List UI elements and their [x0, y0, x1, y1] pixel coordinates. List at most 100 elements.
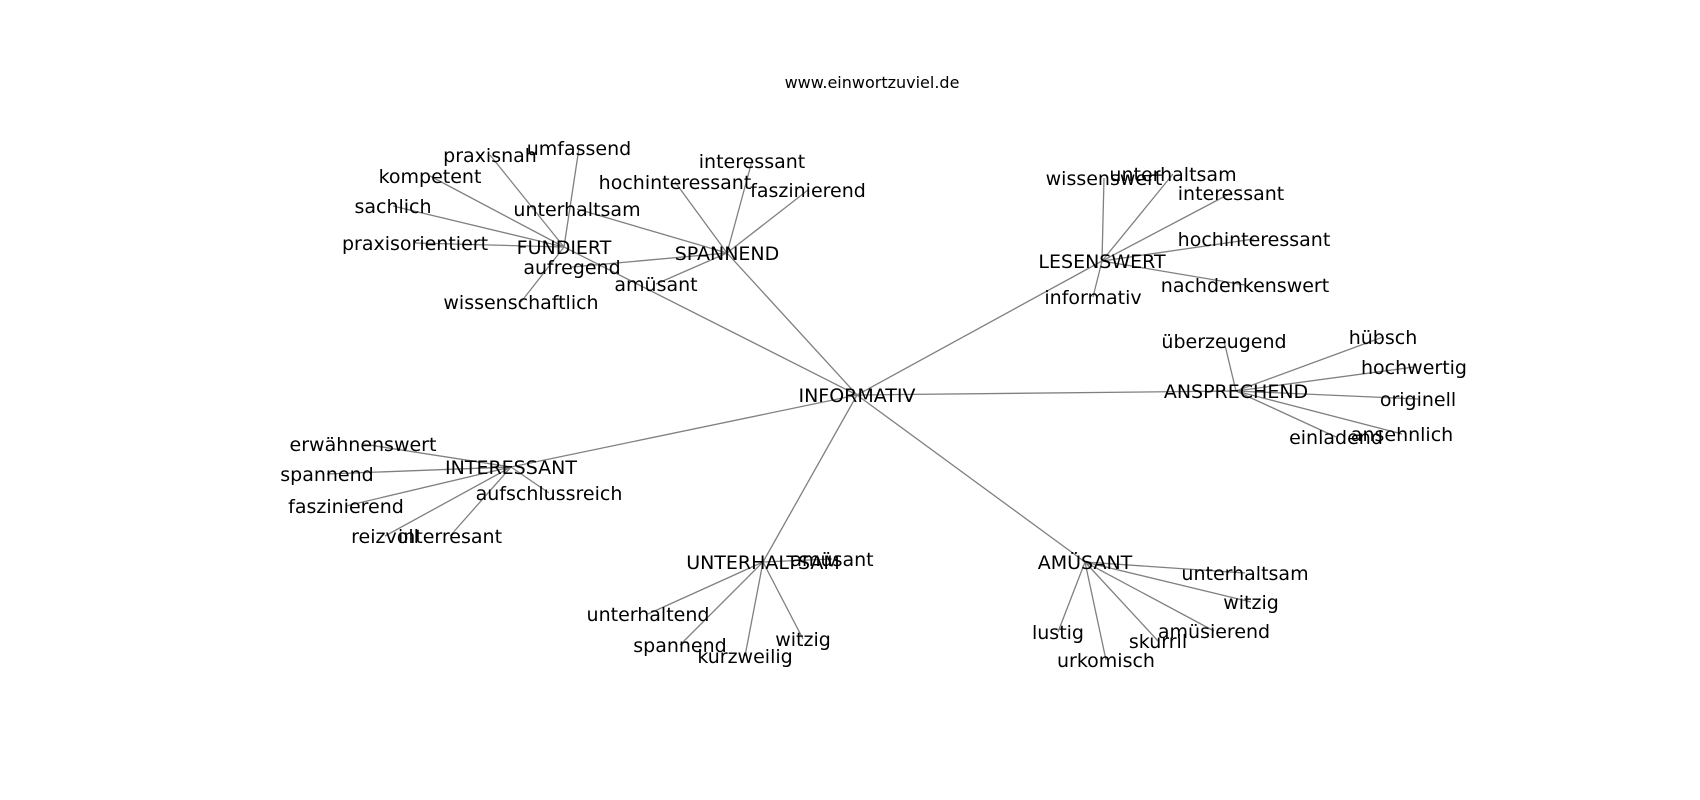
leaf-node: nachdenkenswert: [1161, 275, 1329, 297]
edge-cluster-leaf: [762, 561, 804, 640]
edge-cluster-leaf: [674, 181, 728, 254]
edge-cluster-leaf: [1235, 336, 1384, 392]
leaf-node: unterhaltsam: [1181, 563, 1308, 585]
leaf-node: hochinteressant: [1178, 229, 1331, 251]
cluster-node: SPANNEND: [675, 243, 780, 265]
edge-cluster-leaf: [762, 558, 833, 563]
edge-cluster-leaf: [449, 466, 512, 537]
edge-root-cluster: [563, 246, 858, 396]
edge-root-cluster: [762, 394, 858, 563]
leaf-node: urkomisch: [1057, 650, 1155, 672]
edge-root-cluster: [510, 394, 858, 468]
leaf-node: reizvoll: [351, 526, 419, 548]
edge-cluster-leaf: [1235, 390, 1419, 400]
edge-cluster-leaf: [326, 466, 512, 475]
edge-cluster-leaf: [1101, 260, 1246, 286]
edge-cluster-leaf: [1084, 561, 1107, 661]
cluster-node: INTERESSANT: [445, 457, 577, 479]
edge-cluster-leaf: [571, 252, 728, 268]
leaf-node: einladend: [1289, 427, 1383, 449]
leaf-node: wissenswert: [1046, 168, 1163, 190]
edge-cluster-leaf: [726, 189, 809, 254]
edge-cluster-leaf: [1101, 173, 1174, 262]
edge-cluster-leaf: [1235, 390, 1337, 438]
edge-root-cluster: [856, 390, 1237, 396]
leaf-node: amüsierend: [1158, 621, 1270, 643]
cluster-node: FUNDIERT: [517, 237, 612, 259]
leaf-node: originell: [1380, 389, 1456, 411]
edge-cluster-leaf: [1223, 340, 1237, 392]
edges: [326, 147, 1419, 661]
edge-cluster-leaf: [384, 466, 512, 537]
leaf-node: unterhaltsam: [513, 199, 640, 221]
leaf-node: kompetent: [379, 166, 482, 188]
edge-cluster-leaf: [563, 147, 580, 248]
edge-cluster-leaf: [1101, 177, 1105, 262]
leaf-node: sachlich: [354, 196, 431, 218]
root-node: INFORMATIV: [798, 385, 915, 407]
leaf-node: informativ: [1044, 287, 1141, 309]
leaf-node: faszinierend: [288, 496, 404, 518]
edge-cluster-leaf: [1057, 561, 1086, 633]
edge-cluster-leaf: [345, 466, 512, 507]
edge-cluster-leaf: [429, 175, 565, 248]
edge-cluster-leaf: [362, 443, 512, 468]
edge-cluster-leaf: [744, 561, 764, 657]
leaf-node: überzeugend: [1161, 331, 1286, 353]
leaf-node: kurzweilig: [697, 646, 792, 668]
leaf-node: praxisnah: [443, 145, 537, 167]
site-url: www.einwortzuviel.de: [785, 73, 960, 92]
edge-cluster-leaf: [489, 154, 565, 248]
leaf-node: ansehnlich: [1351, 424, 1453, 446]
leaf-node: umfassend: [527, 138, 631, 160]
leaf-node: unterhaltend: [587, 604, 710, 626]
edge-root-cluster: [856, 394, 1086, 563]
edge-cluster-leaf: [1084, 561, 1215, 632]
leaf-node: praxisorientiert: [342, 233, 488, 255]
edge-cluster-leaf: [647, 561, 764, 615]
edge-cluster-leaf: [1101, 238, 1255, 262]
leaf-node: witzig: [775, 629, 831, 651]
edge-cluster-leaf: [576, 208, 728, 254]
leaf-node: amüsant: [614, 274, 697, 296]
leaf-node: unterhaltsam: [1109, 164, 1236, 186]
leaf-node: wissenschaftlich: [443, 292, 598, 314]
leaf-node: witzig: [1223, 592, 1279, 614]
cluster-node: AMÜSANT: [1038, 551, 1133, 574]
edge-cluster-leaf: [510, 466, 550, 494]
leaf-node: hochwertig: [1361, 357, 1467, 379]
edge-cluster-leaf: [1084, 561, 1159, 642]
leaf-node: spannend: [633, 635, 726, 657]
leaf-node: amüsant: [790, 549, 873, 571]
edge-cluster-leaf: [1084, 561, 1246, 574]
leaf-node: spannend: [280, 464, 373, 486]
cluster-node: UNTERHALTSAM: [686, 552, 840, 574]
leaf-node: skurril: [1129, 631, 1187, 653]
edge-cluster-leaf: [414, 242, 565, 248]
edge-cluster-leaf: [679, 561, 764, 646]
edge-cluster-leaf: [1101, 192, 1232, 262]
edge-cluster-leaf: [1235, 390, 1403, 435]
edge-cluster-leaf: [726, 160, 753, 254]
cluster-node: LESENSWERT: [1038, 251, 1166, 273]
edge-root-cluster: [856, 260, 1103, 396]
labels: INFORMATIV FUNDIERT umfassendpraxisnahkomp…: [280, 138, 1467, 672]
edge-cluster-leaf: [1235, 366, 1415, 392]
leaf-node: erwähnenswert: [290, 434, 437, 456]
edge-cluster-leaf: [520, 246, 565, 303]
leaf-node: hübsch: [1349, 327, 1418, 349]
leaf-node: hochinteressant: [599, 172, 752, 194]
leaf-node: interessant: [699, 151, 805, 173]
leaf-node: interessant: [1178, 183, 1284, 205]
leaf-node: aufschlussreich: [476, 483, 623, 505]
edge-cluster-leaf: [655, 252, 728, 285]
leaf-node: aufregend: [523, 257, 620, 279]
leaf-node: faszinierend: [750, 180, 866, 202]
edge-root-cluster: [726, 252, 858, 396]
edge-cluster-leaf: [1092, 260, 1103, 298]
cluster-node: ANSPRECHEND: [1164, 381, 1308, 403]
leaf-node: interresant: [398, 526, 502, 548]
edge-cluster-leaf: [1084, 561, 1252, 603]
edge-cluster-leaf: [392, 205, 565, 248]
